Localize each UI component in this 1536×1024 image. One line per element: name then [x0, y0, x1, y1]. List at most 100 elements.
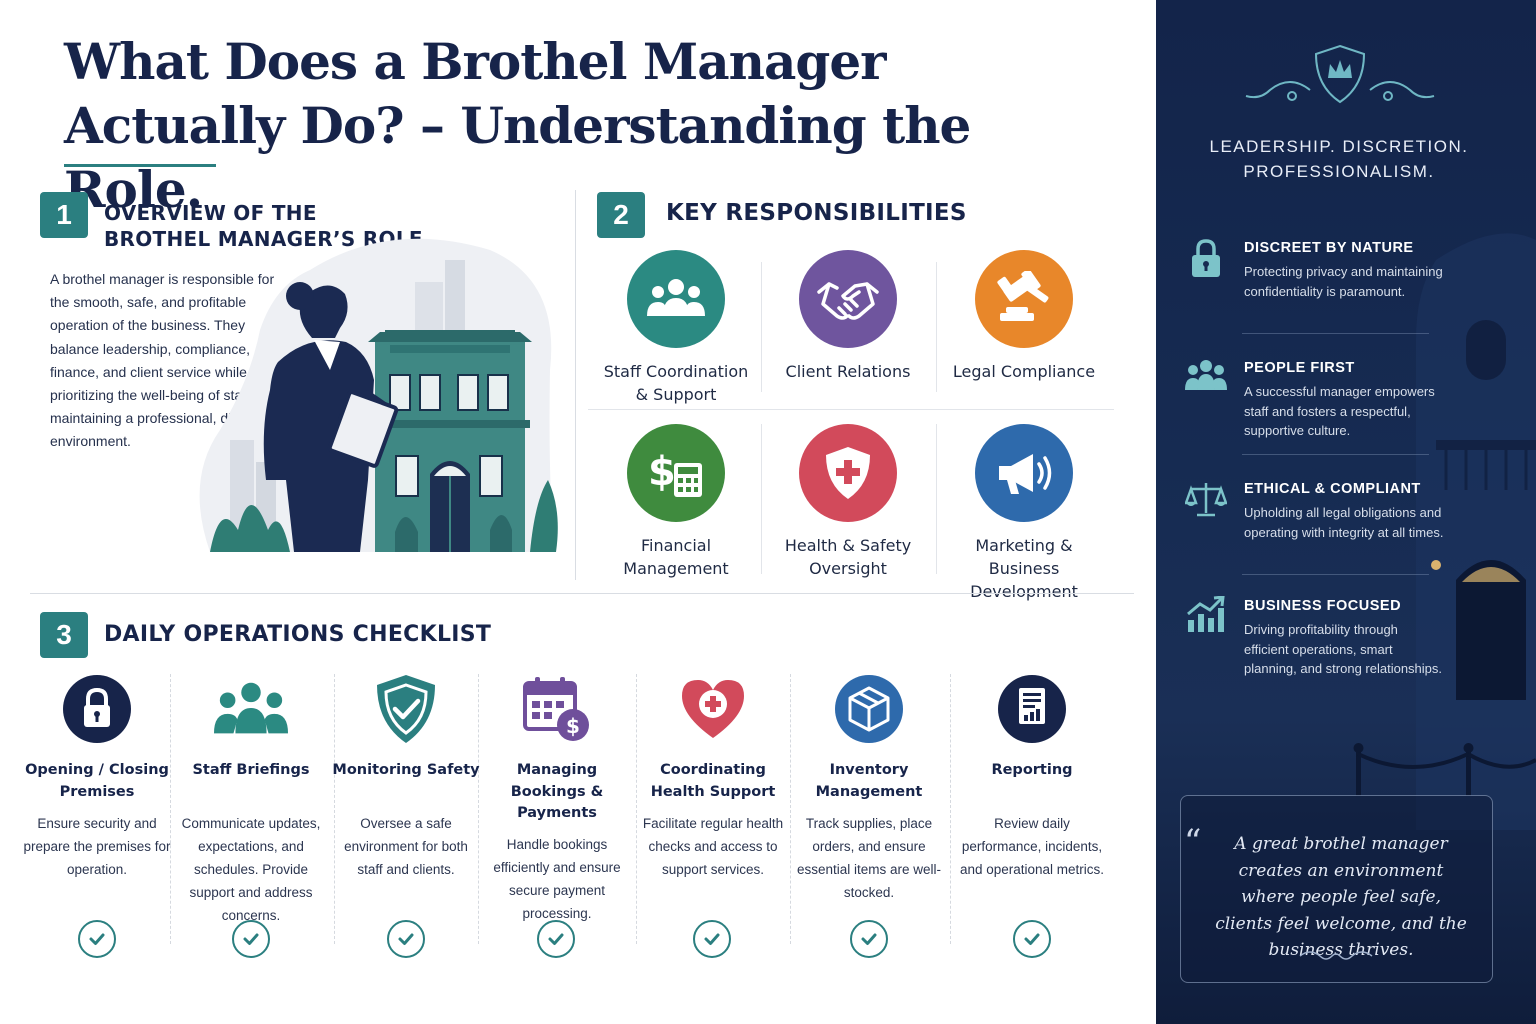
section-2-badge: 2: [597, 192, 645, 238]
check-icon: [850, 920, 888, 958]
resp-label-line-2: Development: [970, 582, 1078, 601]
responsibility-legal-compliance: Legal Compliance: [939, 250, 1109, 383]
resp-divider: [936, 262, 937, 392]
sidebar-item-text: Driving profitability through efficient …: [1244, 622, 1443, 677]
resp-label-line-1: Financial: [640, 536, 712, 555]
report-icon: [995, 672, 1069, 746]
task-inventory: Inventory Management Track supplies, pla…: [794, 672, 944, 904]
check-icon: [693, 920, 731, 958]
quote-text: A great brothel manager creates an envir…: [1215, 834, 1467, 960]
task-staff-briefings: Staff Briefings Communicate updates, exp…: [176, 672, 326, 927]
section-divider-horizontal: [30, 593, 1134, 594]
calendar-payment-icon: $: [520, 672, 594, 746]
task-description: Oversee a safe environment for both staf…: [344, 816, 468, 877]
rope-barrier-decor: [1353, 743, 1536, 796]
sidebar-divider: [1242, 574, 1429, 575]
overview-paragraph: A brothel manager is responsible for the…: [50, 271, 277, 450]
section-2-title: KEY RESPONSIBILITIES: [666, 200, 967, 226]
check-icon: [232, 920, 270, 958]
resp-label-line-1: Health & Safety: [784, 536, 912, 555]
section-3-title: DAILY OPERATIONS CHECKLIST: [104, 622, 492, 647]
task-divider: [478, 674, 479, 944]
sidebar-item-text: A successful manager empowers staff and …: [1244, 384, 1435, 439]
heart-plus-icon: [676, 672, 750, 746]
svg-text:$: $: [648, 449, 676, 495]
task-description: Handle bookings efficiently and ensure s…: [493, 836, 621, 921]
sidebar-tagline: LEADERSHIP. DISCRETION. PROFESSIONALISM.: [1156, 134, 1522, 184]
shield-check-icon: [369, 672, 443, 746]
quote-mark-icon: “: [1184, 822, 1202, 862]
task-name: Reporting: [991, 762, 1073, 778]
check-icon: [1013, 920, 1051, 958]
task-bookings-payments: $ Managing Bookings & Payments Handle bo…: [482, 672, 632, 925]
sidebar-item-title: ETHICAL & COMPLIANT: [1244, 481, 1421, 497]
sidebar-item-title: BUSINESS FOCUSED: [1244, 598, 1402, 614]
task-name: Opening / Closing Premises: [25, 762, 169, 800]
task-health-support: Coordinating Health Support Facilitate r…: [638, 672, 788, 881]
gavel-icon: [975, 250, 1073, 348]
resp-divider: [936, 424, 937, 574]
check-icon: [387, 920, 425, 958]
sidebar-item-business: BUSINESS FOCUSED Driving profitability t…: [1184, 596, 1444, 679]
resp-label-line-2: & Support: [635, 385, 717, 404]
resp-label: Client Relations: [785, 362, 911, 381]
sidebar-item-discreet: DISCREET BY NATURE Protecting privacy an…: [1184, 238, 1444, 301]
team-icon: [214, 672, 288, 746]
task-opening-closing: Opening / Closing Premises Ensure securi…: [22, 672, 172, 881]
task-divider: [334, 674, 335, 944]
task-description: Review daily performance, incidents, and…: [959, 816, 1105, 877]
flourish-icon: [1299, 951, 1373, 960]
section-divider-vertical: [575, 190, 576, 580]
resp-label-line-2: Management: [623, 559, 729, 578]
task-divider: [950, 674, 951, 944]
people-group-icon: [627, 250, 725, 348]
task-reporting: Reporting Review daily performance, inci…: [957, 672, 1107, 881]
sidebar-item-people: PEOPLE FIRST A successful manager empowe…: [1184, 358, 1444, 441]
box-icon: [832, 672, 906, 746]
handshake-icon: [799, 250, 897, 348]
people-icon: [1184, 358, 1228, 402]
sidebar-item-ethical: ETHICAL & COMPLIANT Upholding all legal …: [1184, 479, 1444, 542]
svg-text:$: $: [566, 714, 580, 738]
lock-icon: [1184, 238, 1228, 282]
resp-divider: [761, 262, 762, 392]
main-content: What Does a Brothel Manager Actually Do?…: [22, 30, 1134, 958]
task-divider: [170, 674, 171, 944]
page-title: What Does a Brothel Manager Actually Do?…: [64, 30, 1124, 222]
task-name: Inventory Management: [815, 762, 923, 800]
responsibility-staff-coordination: Staff Coordination & Support: [591, 250, 761, 406]
crest-shield-icon: [1245, 44, 1435, 104]
task-description: Communicate updates, expectations, and s…: [181, 816, 321, 923]
section-3-badge: 3: [40, 612, 88, 658]
quote-box: [1180, 795, 1493, 983]
check-icon: [537, 920, 575, 958]
sidebar-item-title: DISCREET BY NATURE: [1244, 240, 1414, 256]
tagline-line-2: PROFESSIONALISM.: [1243, 162, 1435, 181]
title-line-1: What Does a Brothel Manager: [64, 32, 887, 91]
section-1-badge: 1: [40, 192, 88, 238]
manager-building-illustration: [199, 238, 558, 552]
resp-label: Legal Compliance: [952, 362, 1096, 381]
tagline-line-1: LEADERSHIP. DISCRETION.: [1209, 137, 1469, 156]
title-underline: [64, 164, 216, 167]
task-name: Staff Briefings: [192, 762, 310, 778]
padlock-icon: [60, 672, 134, 746]
resp-divider: [761, 424, 762, 574]
resp-label-line-1: Staff Coordination: [603, 362, 749, 381]
task-description: Facilitate regular health checks and acc…: [642, 816, 784, 877]
shield-cross-icon: [799, 424, 897, 522]
task-name: Coordinating Health Support: [650, 762, 776, 800]
scales-icon: [1184, 479, 1228, 523]
task-monitoring-safety: Monitoring Safety Oversee a safe environ…: [331, 672, 481, 881]
megaphone-icon: [975, 424, 1073, 522]
building-silhouette-decor: [1416, 233, 1536, 830]
task-divider: [790, 674, 791, 944]
sidebar-item-text: Upholding all legal obligations and oper…: [1244, 505, 1444, 540]
title-line-2: Actually Do? – Understanding the Role.: [64, 96, 971, 219]
resp-label-line-2: Oversight: [809, 559, 887, 578]
sidebar-item-title: PEOPLE FIRST: [1244, 360, 1355, 376]
